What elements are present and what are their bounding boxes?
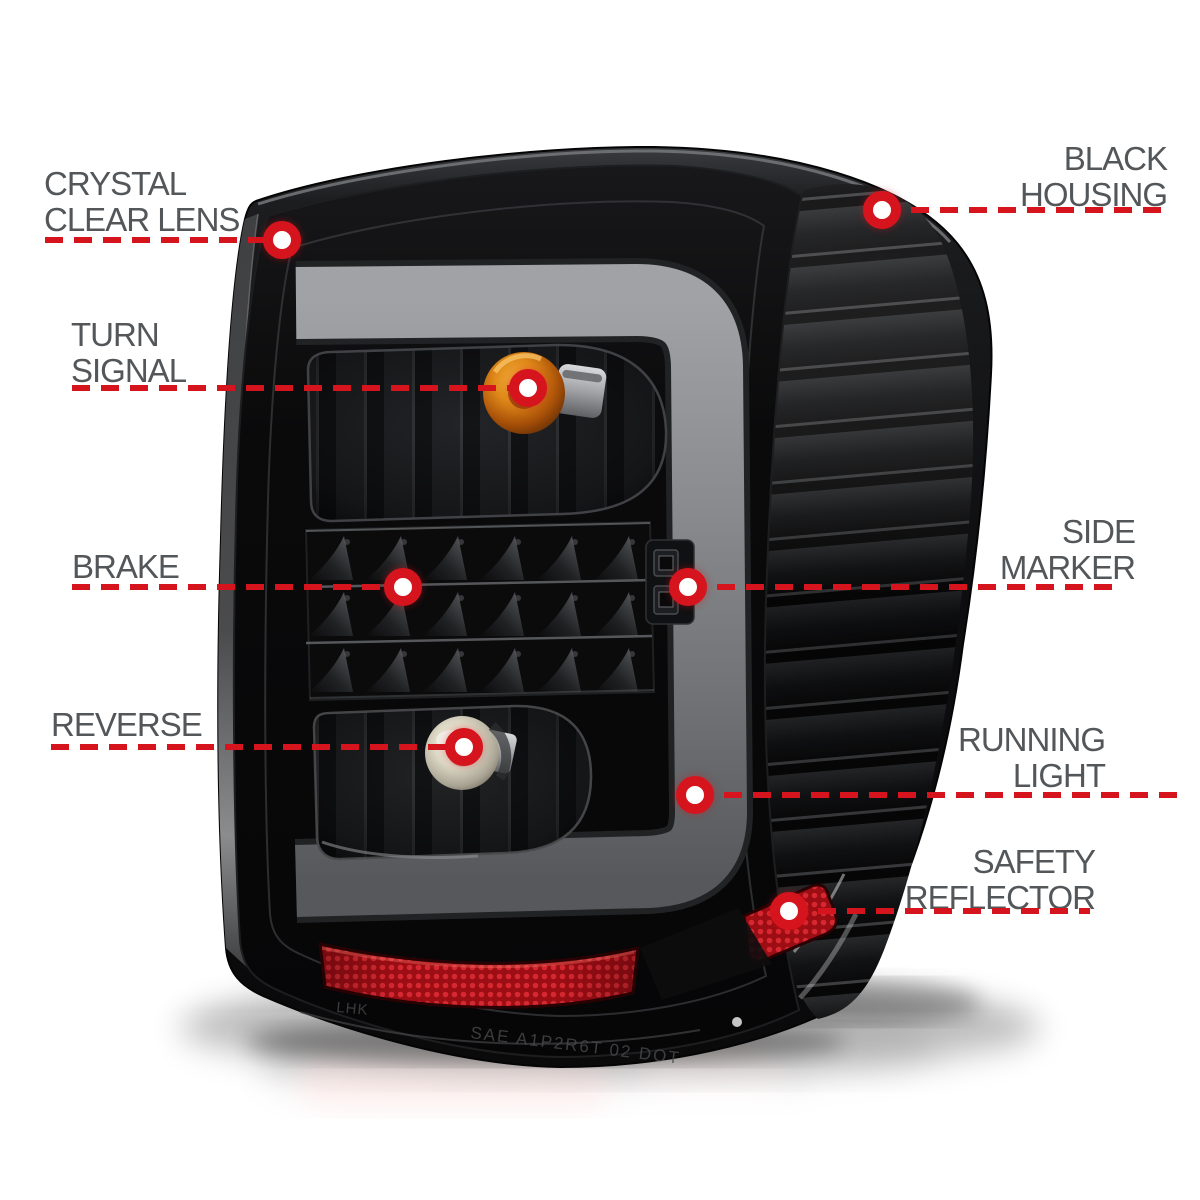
callout-line-crystal-clear-lens: [45, 237, 282, 243]
callout-label-line: TURN: [71, 316, 160, 353]
callout-dot-safety-reflector: [770, 892, 808, 930]
callout-dot-black-housing: [863, 191, 901, 229]
callout-dot-brake: [384, 568, 422, 606]
callout-label-line: CLEAR LENS: [44, 201, 240, 238]
callout-line-running-light: [695, 792, 1180, 798]
callout-dot-crystal-clear-lens: [263, 221, 301, 259]
callout-label-line: MARKER: [999, 549, 1136, 586]
callout-label-line: SAFETY: [972, 843, 1096, 880]
callout-line-turn-signal: [72, 385, 528, 391]
callout-label-line: HOUSING: [1019, 176, 1168, 213]
molded-mark-text: LHK: [336, 999, 370, 1019]
callout-line-black-housing: [882, 207, 1165, 213]
callout-crystal-clear-lens: CRYSTAL CLEAR LENS: [44, 165, 240, 238]
callout-turn-signal: TURN SIGNAL: [71, 316, 187, 389]
callout-line-brake: [72, 584, 403, 590]
callout-black-housing: BLACK HOUSING: [1019, 140, 1168, 213]
callout-running-light: RUNNING LIGHT: [958, 721, 1106, 794]
callout-dot-side-marker: [669, 568, 707, 606]
callout-label-line: BRAKE: [72, 548, 180, 585]
callout-label-line: SIDE: [1061, 513, 1136, 550]
turn-signal-section: [306, 343, 668, 523]
housing-left-side: [218, 214, 258, 972]
callout-label-line: SIGNAL: [71, 352, 187, 389]
callout-line-reverse: [51, 744, 464, 750]
callout-label-line: CRYSTAL: [44, 165, 187, 202]
callout-dot-running-light: [676, 776, 714, 814]
callout-label-line: LIGHT: [1012, 757, 1106, 794]
callout-label-line: BLACK: [1063, 140, 1168, 177]
safety-reflector: [318, 883, 838, 1009]
callout-label-line: RUNNING: [958, 721, 1106, 758]
callout-reverse: REVERSE: [51, 706, 203, 743]
callout-side-marker: SIDE MARKER: [999, 513, 1136, 586]
c-light-bar: [294, 258, 753, 923]
brake-led-section: [304, 520, 656, 702]
callout-brake: BRAKE: [72, 548, 180, 585]
callout-label-line: REVERSE: [51, 706, 203, 743]
callout-line-side-marker: [688, 584, 1120, 590]
turn-signal-bulb-socket: [554, 364, 607, 418]
callout-dot-reverse: [445, 728, 483, 766]
callout-safety-reflector: SAFETY REFLECTOR: [905, 843, 1096, 916]
black-housing-ribs: [750, 184, 974, 1019]
callout-line-safety-reflector: [789, 908, 1090, 914]
callout-dot-turn-signal: [509, 369, 547, 407]
